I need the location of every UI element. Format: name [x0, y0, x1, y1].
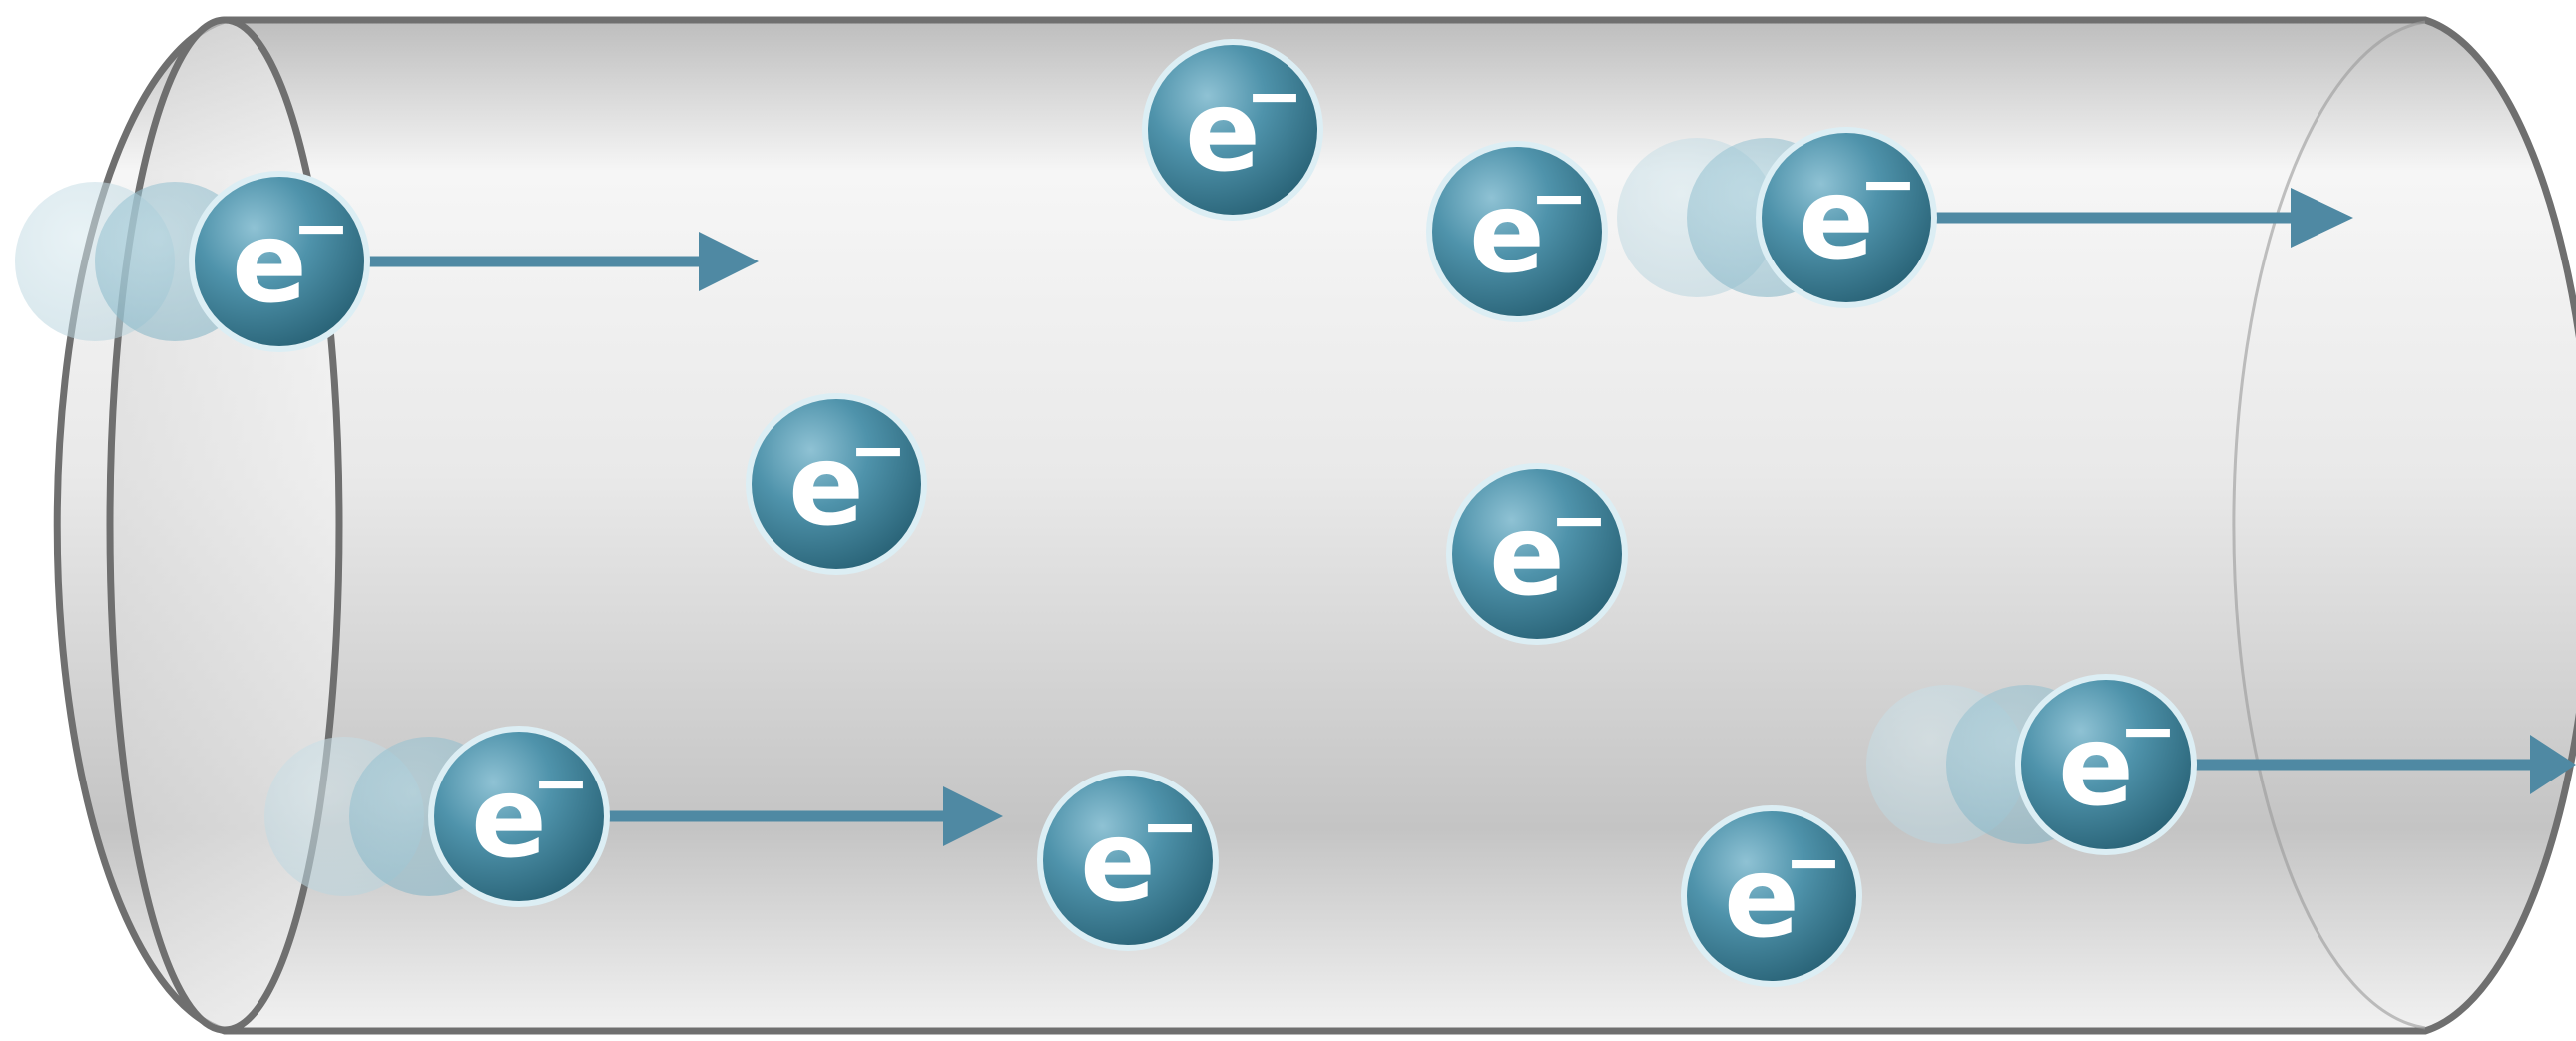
- electron: e−: [1426, 141, 1608, 322]
- electron-symbol: e: [1799, 155, 1874, 284]
- electron-symbol: e: [1724, 833, 1800, 963]
- electron: e−: [1681, 805, 1862, 987]
- charge-symbol: −: [2119, 690, 2178, 772]
- charge-symbol: −: [1246, 55, 1304, 137]
- charge-symbol: −: [1785, 821, 1843, 903]
- electron-sphere: [434, 732, 604, 901]
- motion-arrow: [599, 786, 1003, 846]
- electron-symbol: e: [2058, 702, 2134, 831]
- charge-symbol: −: [532, 742, 591, 823]
- electron-sphere: [1687, 811, 1856, 981]
- electron-sphere: [1452, 469, 1622, 639]
- electron-sphere: [1148, 45, 1317, 215]
- electron: e−: [2015, 674, 2197, 855]
- motion-arrow: [354, 232, 759, 291]
- electron: e−: [1446, 463, 1628, 645]
- electron-symbol: e: [1185, 67, 1261, 197]
- electron-sphere: [2021, 680, 2191, 849]
- electron-sphere: [1762, 133, 1931, 302]
- electron: e−: [1037, 770, 1219, 951]
- wire-right-inner-edge: [2232, 20, 2426, 1030]
- electron: e−: [189, 171, 370, 352]
- electron: e−: [1142, 39, 1323, 221]
- electron: e−: [1756, 127, 1937, 308]
- arrows: [354, 188, 2576, 846]
- electron-symbol: e: [471, 754, 547, 883]
- electron-sphere: [1432, 147, 1602, 316]
- electron-symbol: e: [788, 421, 864, 551]
- motion-arrow: [1936, 188, 2353, 248]
- electron-symbol: e: [1469, 169, 1545, 298]
- charge-symbol: −: [849, 409, 908, 491]
- electron: e−: [746, 393, 927, 575]
- electron-sphere: [1043, 776, 1213, 945]
- charge-symbol: −: [1859, 143, 1918, 225]
- electron: e−: [428, 726, 610, 907]
- electron-sphere: [195, 177, 364, 346]
- electrons: e−e−e−e−e−e−e−e−e−e−: [189, 39, 2197, 987]
- charge-symbol: −: [292, 187, 351, 268]
- motion-arrow: [2191, 735, 2576, 794]
- electron-symbol: e: [1080, 797, 1156, 927]
- charge-symbol: −: [1530, 157, 1589, 239]
- electron-symbol: e: [232, 199, 307, 328]
- charge-symbol: −: [1550, 479, 1609, 561]
- charge-symbol: −: [1141, 785, 1200, 867]
- electron-symbol: e: [1489, 491, 1565, 621]
- electron-sphere: [752, 399, 921, 569]
